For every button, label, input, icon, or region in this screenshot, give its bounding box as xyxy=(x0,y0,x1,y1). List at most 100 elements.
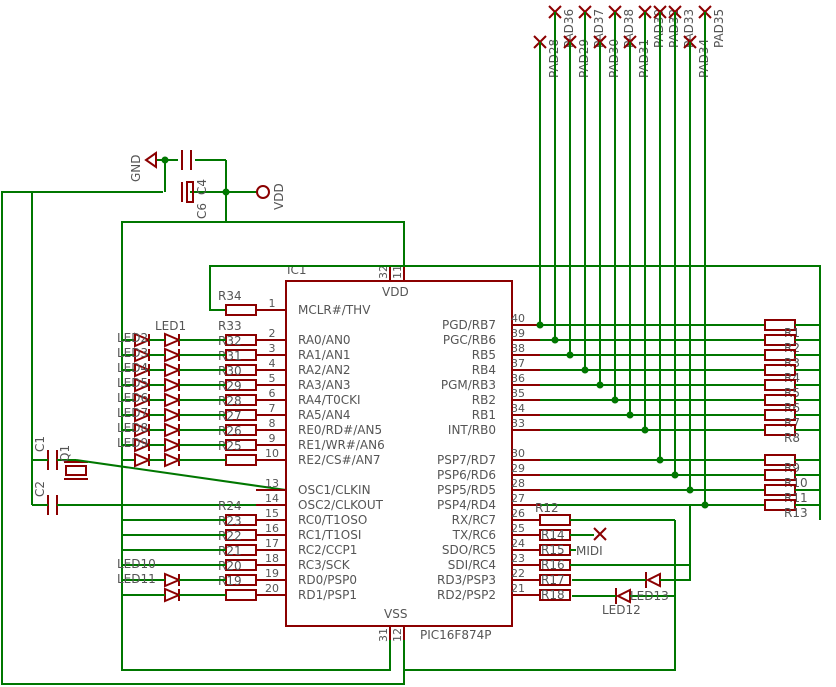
ic-right-pin-number: 33 xyxy=(511,417,525,430)
ic-left-pin-number: 18 xyxy=(265,552,279,565)
ic-left-pin-name: RA5/AN4 xyxy=(298,408,351,422)
led12-icon xyxy=(615,588,631,604)
pad-label: PAD35 xyxy=(712,9,726,48)
left-resistor-label: R21 xyxy=(218,544,242,558)
ic-part: PIC16F874P xyxy=(420,628,491,642)
led-a-icon xyxy=(134,422,152,438)
ic-vss-label: VSS xyxy=(384,607,407,621)
led-a-icon xyxy=(134,392,152,408)
capacitor-c4-icon xyxy=(181,150,192,170)
left-resistor-label: R31 xyxy=(218,349,242,363)
left-resistor-label: R20 xyxy=(218,559,242,573)
resistor-icon xyxy=(225,304,257,316)
left-led-label: LED3 xyxy=(117,346,148,360)
c6-label: C6 xyxy=(195,203,209,219)
led-icon xyxy=(164,587,182,603)
ic-right-pin-number: 37 xyxy=(511,357,525,370)
ic-right-pin-name: PGM/RB3 xyxy=(441,378,496,392)
right-resistor-label: R7 xyxy=(784,416,800,430)
left-resistor-label: R29 xyxy=(218,379,242,393)
ic-left-pin-name: RE2/CS#/AN7 xyxy=(298,453,381,467)
ic-right-pin-name: RB4 xyxy=(472,363,496,377)
ic-left-pin-number: 7 xyxy=(269,402,276,415)
right-resistor-label: R9 xyxy=(784,461,800,475)
vdd-label: VDD xyxy=(272,183,286,210)
ic-left-pin-name: RA2/AN2 xyxy=(298,363,351,377)
ic-right-pin-name: RB1 xyxy=(472,408,496,422)
ic-left-pin-name: RC0/T1OSO xyxy=(298,513,367,527)
ic-left-pin-number: 10 xyxy=(265,447,279,460)
gnd-label: GND xyxy=(129,154,143,182)
left-led-label: LED2 xyxy=(117,331,148,345)
led-b-icon xyxy=(164,392,182,408)
tx-nc-icon xyxy=(593,527,607,541)
right-resistor-label: R8 xyxy=(784,431,800,445)
left-resistor-label: R24 xyxy=(218,499,242,513)
ic-left-pin-name: RE1/WR#/AN6 xyxy=(298,438,385,452)
midi-label: MIDI xyxy=(576,544,603,558)
left-resistor-label: R22 xyxy=(218,529,242,543)
led13-icon xyxy=(645,572,661,588)
ic-vdd-pin2: 11 xyxy=(391,265,404,279)
ic-left-pin-number: 8 xyxy=(269,417,276,430)
left-resistor-label: R19 xyxy=(218,574,242,588)
ic-right-pin-name: RD2/PSP2 xyxy=(437,588,496,602)
capacitor-c2-icon xyxy=(47,495,58,515)
left-led-label: LED1 xyxy=(155,319,186,333)
left-resistor-label: R34 xyxy=(218,289,242,303)
right-resistor-label: R1 xyxy=(784,326,800,340)
ic-left-pin-name: RD0/PSP0 xyxy=(298,573,357,587)
left-led-label: LED5 xyxy=(117,376,148,390)
ic-right-pin-number: 36 xyxy=(511,372,525,385)
ic-right-pin-number: 22 xyxy=(511,567,525,580)
rc-resistor-label: R15 xyxy=(541,543,565,557)
ic-left-pin-name: RA4/T0CKI xyxy=(298,393,361,407)
ic-right-pin-name: PGC/RB6 xyxy=(443,333,496,347)
led-a-icon xyxy=(134,332,152,348)
led-b-icon xyxy=(164,437,182,453)
ic-right-pin-name: RB2 xyxy=(472,393,496,407)
ic-left-pin-name: OSC2/CLKOUT xyxy=(298,498,384,512)
crystal-q1-icon xyxy=(64,461,88,480)
left-led-label: LED7 xyxy=(117,406,148,420)
ic-left-pin-name: MCLR#/THV xyxy=(298,303,371,317)
ic-right-pin-number: 39 xyxy=(511,327,525,340)
ic-vss-pin: 31 xyxy=(377,628,390,642)
left-resistor-label: R25 xyxy=(218,439,242,453)
left-led-label: LED9 xyxy=(117,436,148,450)
ic-right-pin-number: 23 xyxy=(511,552,525,565)
ic-left-pin-number: 6 xyxy=(269,387,276,400)
ic-left-pin-number: 2 xyxy=(269,327,276,340)
led-a-icon xyxy=(134,347,152,363)
gnd-icon xyxy=(144,151,157,169)
ic-left-pin-number: 4 xyxy=(269,357,276,370)
left-led-label: LED10 xyxy=(117,557,156,571)
ic-right-pin-number: 25 xyxy=(511,522,525,535)
ic-left-pin-number: 13 xyxy=(265,477,279,490)
ic-left-pin-name: RD1/PSP1 xyxy=(298,588,357,602)
right-resistor-label: R5 xyxy=(784,386,800,400)
led-b-icon xyxy=(164,332,182,348)
ic-right-pin-name: SDI/RC4 xyxy=(448,558,496,572)
right-resistor-label: R11 xyxy=(784,491,808,505)
rc-resistor-label: R18 xyxy=(541,588,565,602)
ic-right-pin-name: RB5 xyxy=(472,348,496,362)
ic-left-pin-name: RA3/AN3 xyxy=(298,378,351,392)
left-resistor-label: R28 xyxy=(218,394,242,408)
ic-left-pin-name: RA0/AN0 xyxy=(298,333,351,347)
ic-right-pin-name: PSP7/RD7 xyxy=(437,453,496,467)
ic-left-pin-number: 20 xyxy=(265,582,279,595)
ic-right-pin-name: SDO/RC5 xyxy=(442,543,496,557)
ic-left-pin-number: 3 xyxy=(269,342,276,355)
rc-resistor-label: R14 xyxy=(541,528,565,542)
ic-right-pin-number: 28 xyxy=(511,477,525,490)
ic-left-pin-name: RC1/T1OSI xyxy=(298,528,361,542)
resistor-icon xyxy=(539,514,571,526)
right-led-wires xyxy=(404,505,691,671)
ic-right-pin-name: PSP6/RD6 xyxy=(437,468,496,482)
ic-left-pin-number: 15 xyxy=(265,507,279,520)
q1-label: Q1 xyxy=(58,445,72,462)
rc-resistor-label: R12 xyxy=(535,501,559,515)
ic-left-pin-name: RC3/SCK xyxy=(298,558,351,572)
ic-left-pin-number: 1 xyxy=(269,297,276,310)
